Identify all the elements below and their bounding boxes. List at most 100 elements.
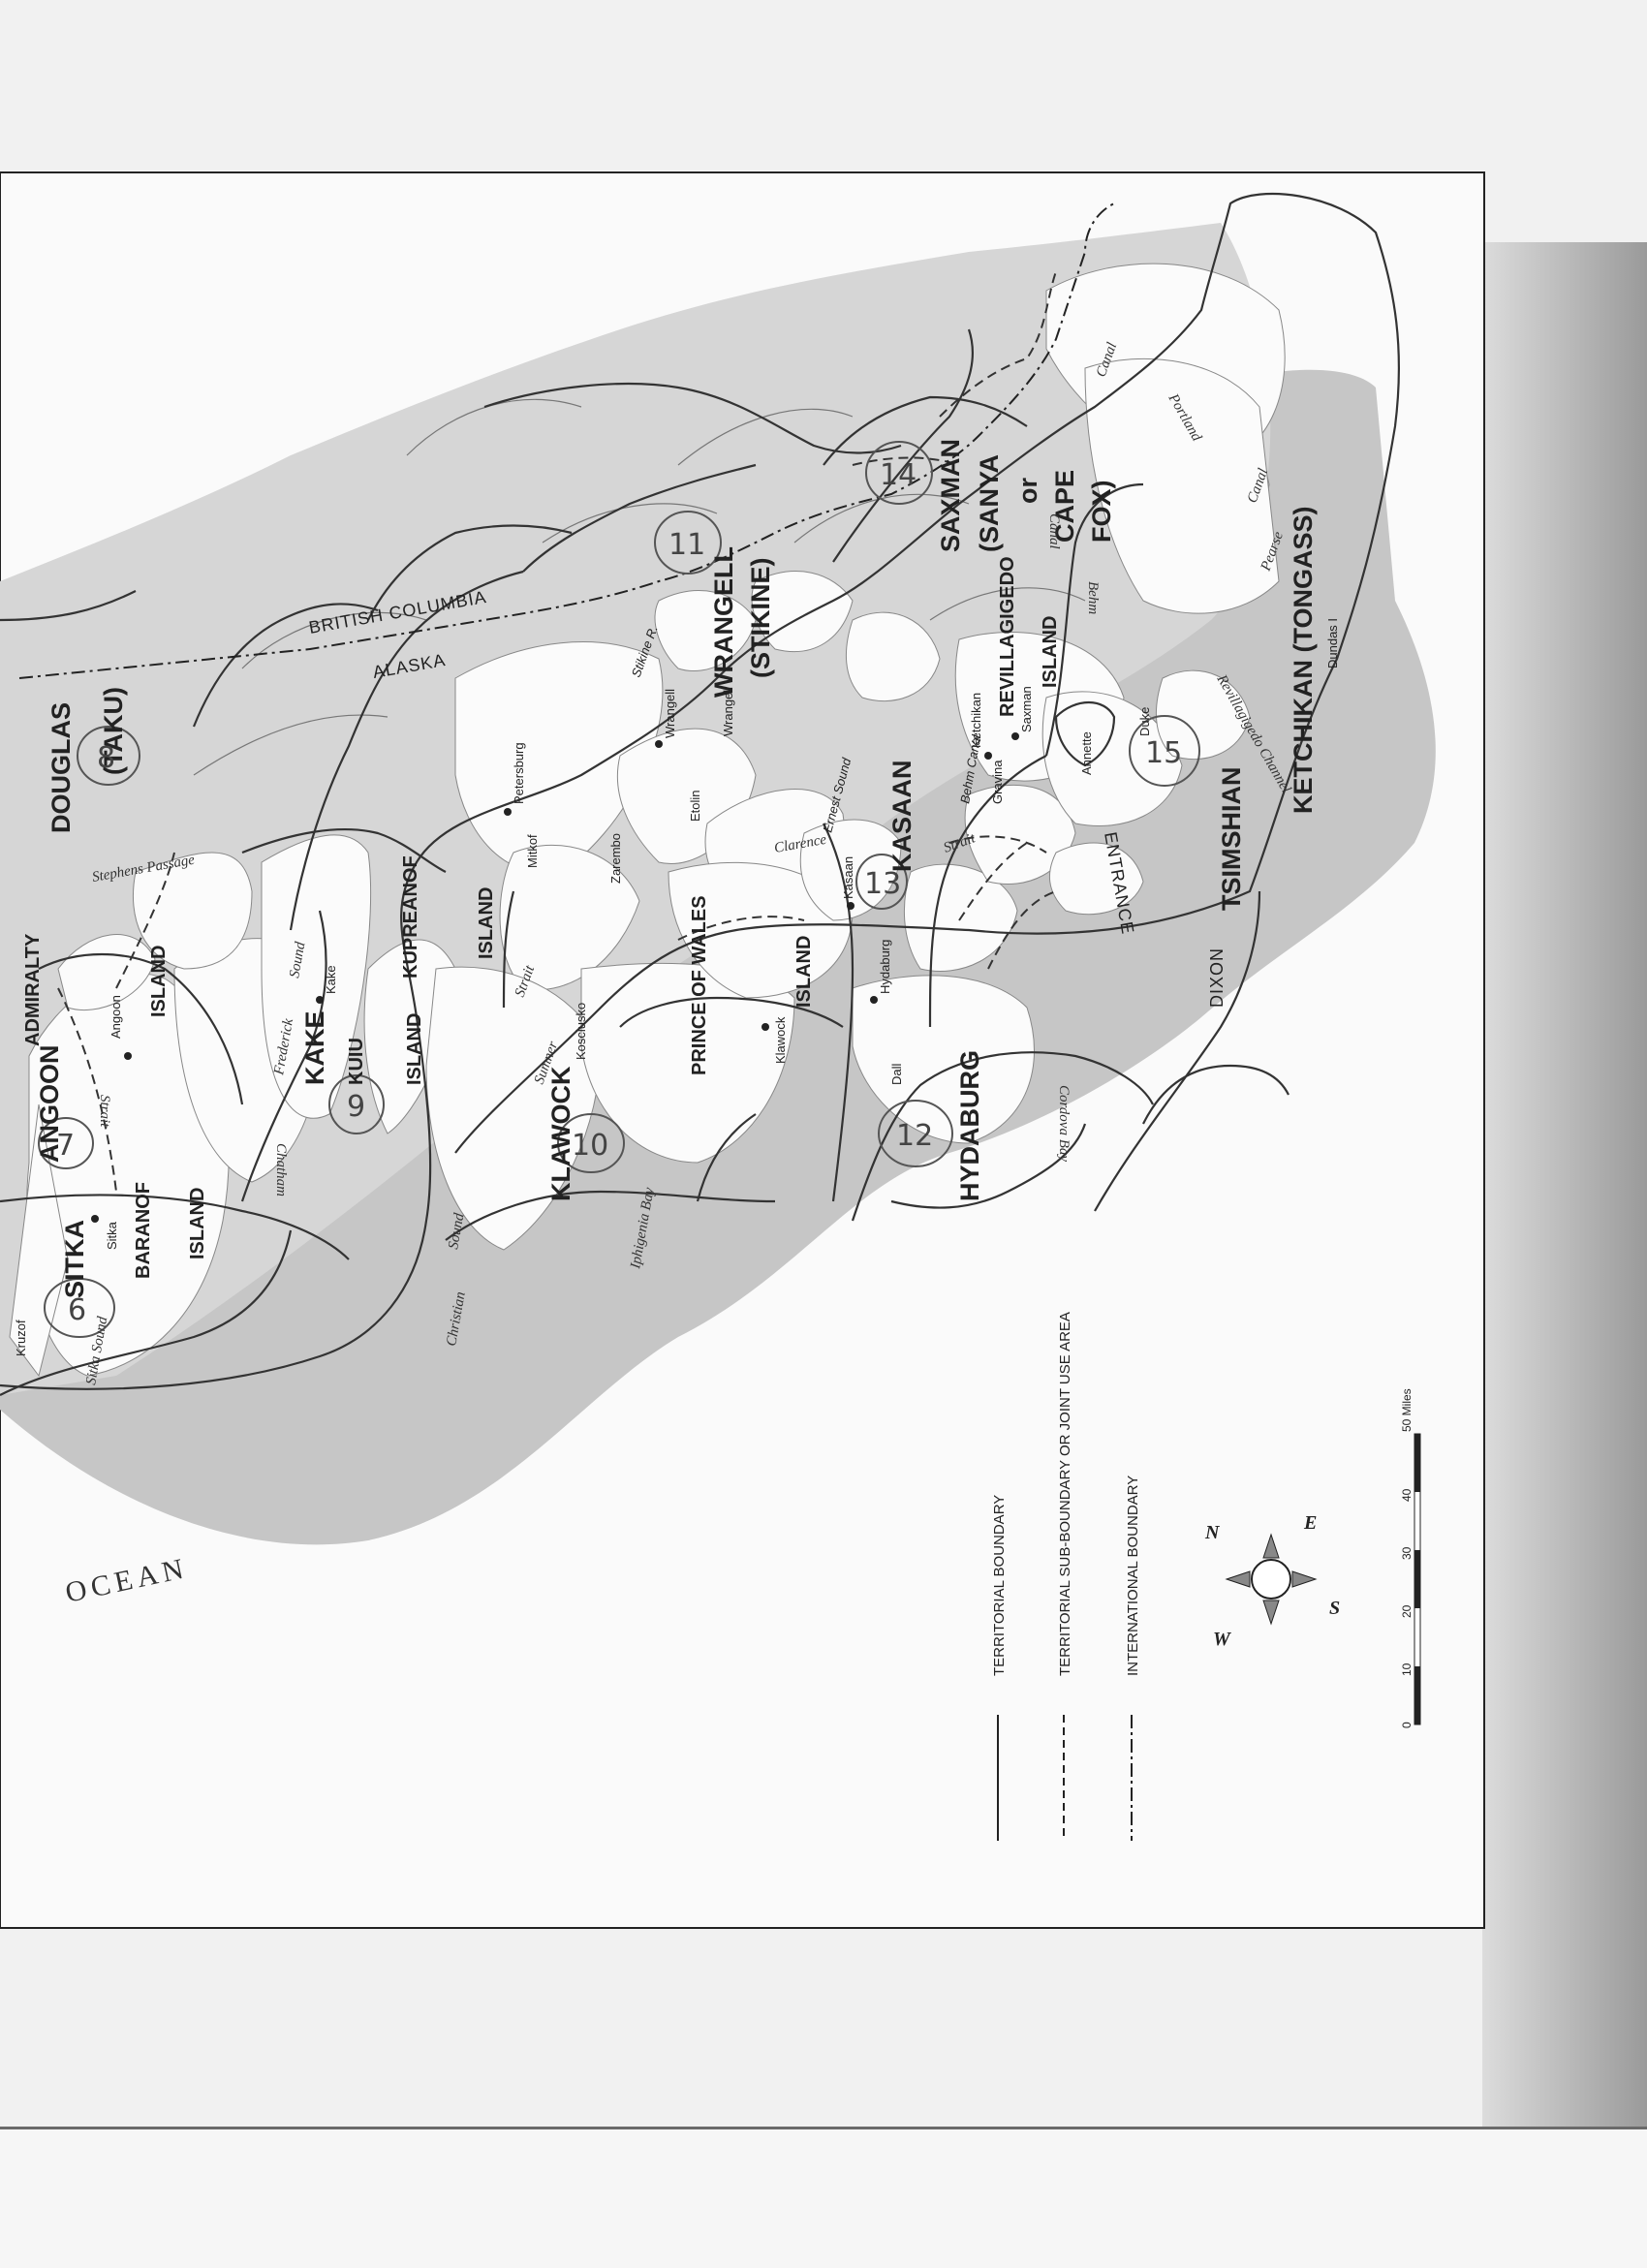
water-sound: Sound (287, 940, 308, 979)
town-dot-angoon (124, 1052, 132, 1060)
island-baranof: BARANOF (133, 1182, 154, 1279)
legend: TERRITORIAL BOUNDARY TERRITORIAL SUB-BOU… (991, 1312, 1141, 1841)
water-christian-sound: Sound (446, 1211, 467, 1250)
hand-number-15: 15 (1145, 736, 1182, 770)
compass-n: N (1204, 1522, 1221, 1543)
town-klawock: Klawock (773, 1016, 788, 1064)
island-etolin: Etolin (688, 790, 702, 822)
island-kuiu: KUIU (346, 1038, 367, 1085)
island-baranof-2: ISLAND (187, 1188, 208, 1259)
territory-sanya: (SANYA (975, 454, 1004, 552)
island-kupreanof-2: ISLAND (476, 887, 497, 959)
territory-klawock: KLAWOCK (546, 1066, 575, 1201)
island-kuiu-2: ISLAND (404, 1013, 425, 1085)
island-zarembo: Zarembo (608, 833, 623, 884)
water-chatham-strait: Strait (97, 1095, 112, 1128)
territory-kasaan: KASAAN (887, 760, 917, 872)
territory-or: or (1013, 478, 1042, 504)
scale-bar: 0 10 20 30 40 50 Miles (1400, 1388, 1421, 1728)
town-dot-saxman (1011, 732, 1019, 740)
island-kupreanof: KUPREANOF (400, 855, 421, 979)
scale-tick-0: 0 (1400, 1722, 1414, 1728)
islands-layer (9, 263, 1286, 1378)
island-kruzof: Kruzof (14, 1320, 28, 1356)
water-cordova-bay: Cordova Bay (1056, 1085, 1072, 1162)
town-angoon: Angoon (109, 995, 123, 1039)
territory-wrangell: WRANGELL (709, 546, 738, 698)
scale-tick-30: 30 (1400, 1546, 1414, 1560)
town-sitka: Sitka (105, 1221, 119, 1250)
international-boundary (18, 202, 1115, 679)
territory-ketchikan: KETCHIKAN (TONGASS) (1289, 506, 1318, 814)
scale-tick-10: 10 (1400, 1662, 1414, 1676)
town-dot-ketchikan (984, 752, 992, 760)
handwritten-numbers: 6 7 8 9 10 11 12 13 14 15 (56, 458, 1182, 1327)
compass-s: S (1329, 1598, 1340, 1619)
territory-labels: SITKA ANGOON DOUGLAS (TAKU) KAKE KLAWOCK… (35, 439, 1318, 1298)
town-ketchikan: Ketchikan (969, 693, 983, 748)
town-kake: Kake (324, 965, 338, 994)
territory-tsimshian: TSIMSHIAN (1217, 767, 1246, 912)
hand-number-10: 10 (572, 1129, 608, 1163)
water-behm: Behm (1085, 581, 1101, 614)
island-gravina: Gravina (990, 760, 1005, 804)
compass-e: E (1303, 1512, 1317, 1534)
hand-number-14: 14 (880, 458, 917, 492)
town-labels: Sitka Angoon Kake Petersburg Wrangell Kl… (105, 686, 1034, 1250)
hand-number-6: 6 (68, 1293, 86, 1327)
town-dot-wrangell (655, 740, 663, 748)
scale-tick-20: 20 (1400, 1604, 1414, 1618)
territorial-boundaries (0, 192, 1401, 1396)
territory-taku: (TAKU) (99, 687, 128, 775)
island-kosciusko: Kosciusko (574, 1003, 588, 1060)
hand-number-11: 11 (668, 528, 705, 562)
water-chatham: Chatham (273, 1143, 289, 1196)
island-admiralty: ADMIRALTY (22, 933, 44, 1046)
town-saxman: Saxman (1019, 686, 1034, 732)
town-dot-hydaburg (870, 996, 878, 1004)
scan-shadow (1482, 242, 1647, 2131)
hand-number-7: 7 (56, 1129, 75, 1163)
island-revillagigedo-2: ISLAND (1040, 616, 1061, 688)
territory-douglas: DOUGLAS (47, 702, 76, 833)
island-admiralty-2: ISLAND (148, 946, 170, 1017)
town-dot-klawock (761, 1023, 769, 1031)
island-annette: Annette (1079, 731, 1094, 775)
territory-fox: FOX) (1087, 481, 1116, 544)
island-revillagigedo: REVILLAGIGEDO (997, 556, 1018, 717)
page-bottom-strip (0, 2127, 1647, 2268)
island-dundas: Dundas I (1325, 618, 1340, 668)
territory-stikine: (STIKINE) (746, 558, 775, 679)
town-hydaburg: Hydaburg (878, 940, 892, 994)
scale-tick-50: 50 Miles (1400, 1388, 1414, 1432)
legend-international-boundary: INTERNATIONAL BOUNDARY (1125, 1476, 1141, 1676)
hand-number-9: 9 (347, 1090, 365, 1124)
island-mitkof: Mitkof (525, 834, 540, 868)
water-behm-canal-2: Canal (1046, 513, 1062, 549)
compass-rose: N E S W (1204, 1512, 1340, 1650)
town-markers (91, 732, 1019, 1223)
island-pow-2: ISLAND (793, 936, 815, 1008)
island-wrangell: Wrangell (721, 687, 735, 736)
town-dot-kasaan (847, 902, 855, 910)
territory-sitka: SITKA (60, 1220, 89, 1298)
territory-hydaburg: HYDABURG (955, 1050, 984, 1201)
handwritten-circles (38, 441, 1200, 1338)
hand-number-8: 8 (97, 741, 115, 775)
town-dot-sitka (91, 1215, 99, 1223)
territory-angoon: ANGOON (35, 1045, 64, 1164)
island-duke: Duke (1137, 707, 1152, 736)
territory-saxman: SAXMAN (936, 439, 965, 552)
island-dall: Dall (889, 1063, 904, 1085)
legend-territorial-boundary: TERRITORIAL BOUNDARY (991, 1495, 1008, 1676)
town-dot-kake (316, 996, 324, 1004)
small-island-labels: Kruzof Kosciusko Mitkof Zarembo Etolin W… (14, 618, 1340, 1356)
territory-cape: CAPE (1050, 470, 1079, 543)
scale-tick-40: 40 (1400, 1488, 1414, 1502)
hand-number-13: 13 (864, 867, 901, 901)
territory-kake: KAKE (300, 1010, 329, 1085)
compass-w: W (1213, 1629, 1231, 1650)
hand-number-12: 12 (896, 1119, 933, 1153)
town-kasaan: Kasaan (841, 856, 855, 899)
